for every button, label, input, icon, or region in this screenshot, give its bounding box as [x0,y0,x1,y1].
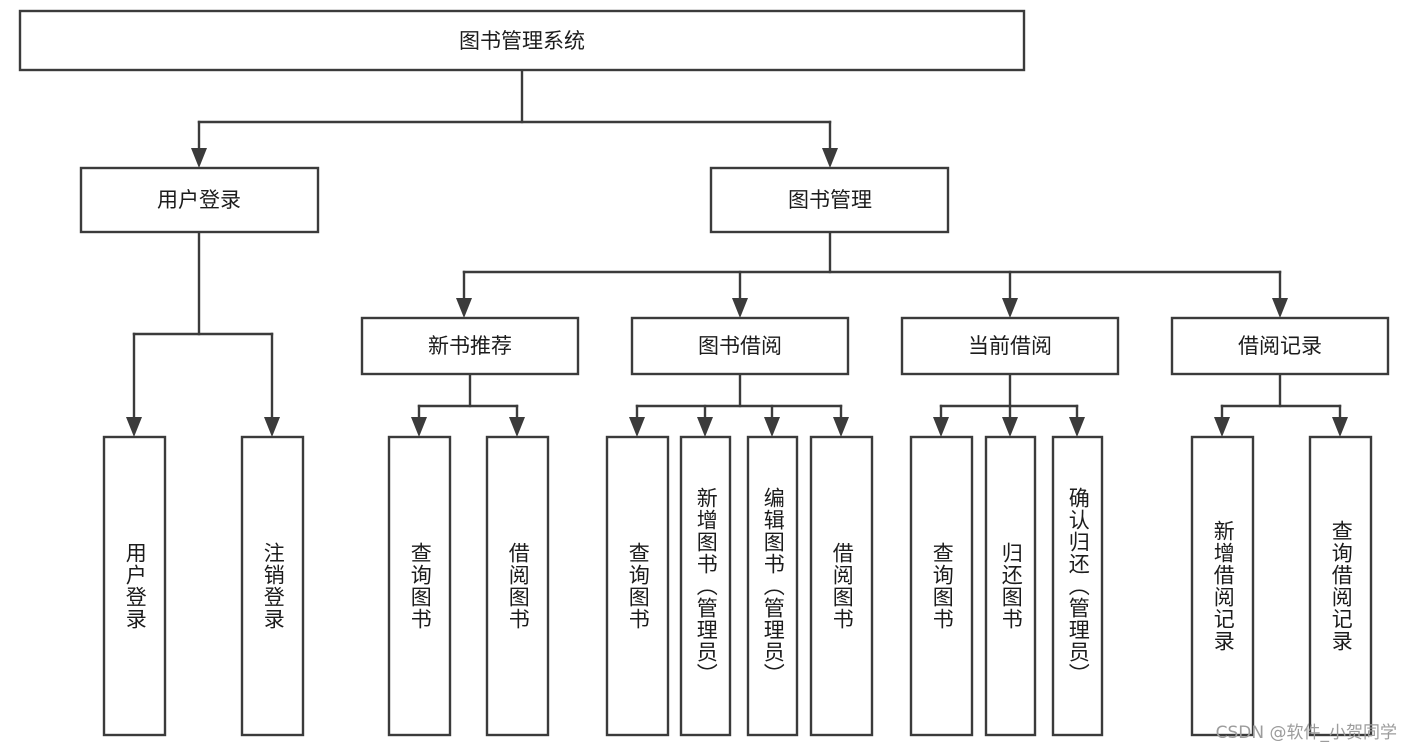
leaf-box-add-book [679,435,732,737]
node-current-borrow[interactable]: 当前借阅 [900,316,1120,376]
leaf-box-add-record [1190,435,1255,737]
leaf-label-query-book-2[interactable]: 查询图书 [626,542,651,630]
connector-borrowrecord-to-leaves [1214,372,1348,437]
node-borrow-record[interactable]: 借阅记录 [1170,316,1390,376]
leaf-box-user-login [102,435,167,737]
leaf-box-query-book-2 [605,435,670,737]
node-book-borrow[interactable]: 图书借阅 [630,316,850,376]
leaf-label-query-book-1[interactable]: 查询图书 [408,542,433,630]
arrow-head-icon [509,417,525,437]
arrow-head-icon [732,298,748,318]
node-user-login[interactable]: 用户登录 [79,166,320,234]
arrow-head-icon [1332,417,1348,437]
leaf-label-edit-book[interactable]: 编辑图书（管理员） [761,487,786,685]
leaf-box-user-logout [240,435,305,737]
node-book-manage-label: 图书管理 [788,188,872,212]
leaf-label-add-book[interactable]: 新增图书（管理员） [694,487,719,685]
leaf-label-return-book[interactable]: 归还图书 [999,542,1024,630]
arrow-head-icon [191,148,207,168]
connector-bookmanage-to-level3 [456,230,1288,318]
node-current-borrow-label: 当前借阅 [968,334,1052,358]
leaf-box-return-book [984,435,1037,737]
csdn-watermark: CSDN @软件_小贺同学 [1215,723,1397,743]
arrow-head-icon [764,417,780,437]
arrow-head-icon [264,417,280,437]
arrow-head-icon [411,417,427,437]
leaf-label-borrow-book-1[interactable]: 借阅图书 [506,542,531,630]
leaf-box-query-book-3 [909,435,974,737]
arrow-head-icon [629,417,645,437]
connector-root-to-level2 [191,68,838,168]
node-book-manage[interactable]: 图书管理 [709,166,950,234]
node-borrow-record-label: 借阅记录 [1238,334,1322,358]
arrow-head-icon [126,417,142,437]
leaf-box-borrow-book-2 [809,435,874,737]
arrow-head-icon [833,417,849,437]
arrow-head-icon [456,298,472,318]
connector-currentborrow-to-leaves [933,372,1085,437]
connector-userlogin-to-leaves [126,230,280,437]
leaf-box-query-record [1308,435,1373,737]
leaf-label-confirm-return[interactable]: 确认归还（管理员） [1066,487,1091,685]
leaf-box-borrow-book-1 [485,435,550,737]
arrow-head-icon [1272,298,1288,318]
leaf-label-add-record[interactable]: 新增借阅记录 [1211,520,1236,652]
arrow-head-icon [1069,417,1085,437]
arrow-head-icon [1002,298,1018,318]
node-new-book-recommend-label: 新书推荐 [428,334,512,358]
arrow-head-icon [697,417,713,437]
connector-recommend-to-leaves [411,372,525,437]
leaf-label-borrow-book-2[interactable]: 借阅图书 [830,542,855,630]
leaf-boxes [102,435,1373,737]
arrow-head-icon [933,417,949,437]
leaf-label-query-book-3[interactable]: 查询图书 [930,542,955,630]
leaf-label-user-login[interactable]: 用户登录 [123,542,148,630]
arrow-head-icon [822,148,838,168]
leaf-box-query-book-1 [387,435,452,737]
leaf-label-query-record[interactable]: 查询借阅记录 [1329,520,1354,652]
arrow-head-icon [1002,417,1018,437]
arrow-head-icon [1214,417,1230,437]
node-book-borrow-label: 图书借阅 [698,334,782,358]
node-new-book-recommend[interactable]: 新书推荐 [360,316,580,376]
connector-bookborrow-to-leaves [629,372,849,437]
node-user-login-label: 用户登录 [157,188,241,212]
leaf-box-confirm-return [1051,435,1104,737]
node-root-label: 图书管理系统 [459,29,585,53]
node-root[interactable]: 图书管理系统 [18,9,1026,72]
leaf-label-user-logout[interactable]: 注销登录 [261,542,286,630]
leaf-box-edit-book [746,435,799,737]
